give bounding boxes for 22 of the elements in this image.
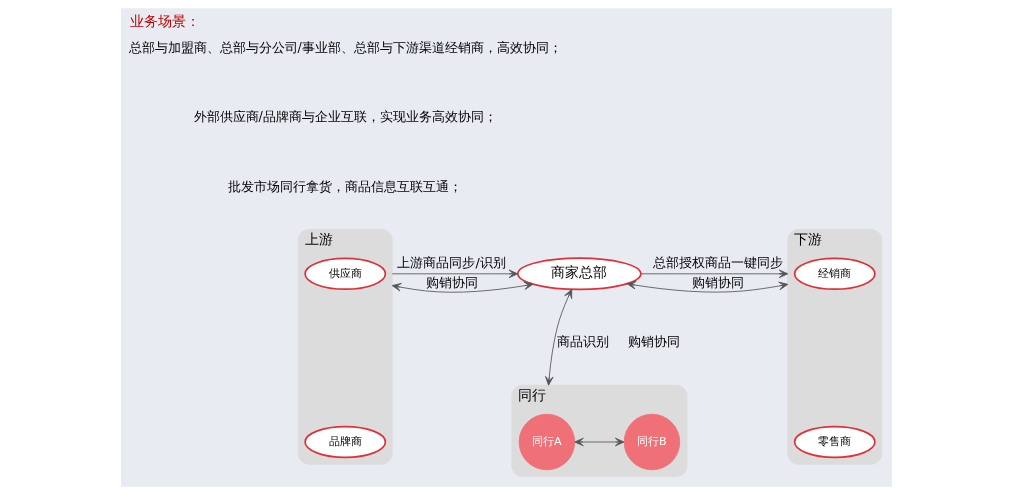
edge-label: 商品识别 [557,334,610,350]
arrow [626,280,789,293]
arrow [574,437,625,447]
edge-label: 总部授权商品一键同步 [652,254,783,270]
node-ellipse: 零售商 [793,425,876,459]
node-ellipse: 供应商 [304,257,387,291]
arrow [391,281,534,293]
node-circle: 同行B [623,413,681,471]
edge-label: 上游商品同步/识别 [397,254,506,270]
edge-label: 购销协同 [691,274,744,290]
diagram-title: 业务场景： [130,12,200,29]
label: 外部供应商/品牌商与企业互联，实现业务高效协同； [193,109,497,125]
edge-label: 购销协同 [425,274,478,290]
arrow [545,289,573,386]
label: 总部与加盟商、总部与分公司/事业部、总部与下游渠道经销商，高效协同； [128,40,562,56]
label: 批发市场同行拿货，商品信息互联互通； [228,178,463,194]
node-ellipse: 品牌商 [304,425,387,459]
label: 购销协同 [628,334,681,350]
node-ellipse: 经销商 [793,257,876,291]
node-circle: 同行A [518,413,576,471]
arrow [640,269,789,279]
arrow [391,269,519,279]
